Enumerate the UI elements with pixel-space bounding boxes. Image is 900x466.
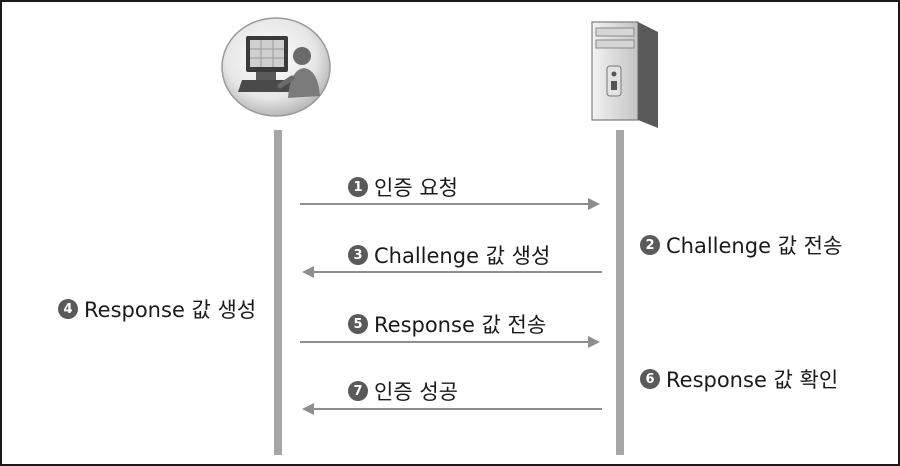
message-3: 3 Challenge 값 생성: [302, 238, 602, 278]
message-1-label: 1 인증 요청: [348, 172, 458, 202]
message-7: 7 인증 성공: [302, 374, 602, 415]
step-badge: 5: [348, 314, 368, 334]
server-note-6: 6 Response 값 확인: [640, 364, 838, 394]
note-text: Response 값 생성: [84, 298, 257, 322]
message-text: 인증 성공: [374, 380, 458, 404]
message-text: Response 값 전송: [374, 313, 547, 337]
message-5-label: 5 Response 값 전송: [348, 309, 546, 339]
arrow-left: [302, 266, 602, 278]
server-tower-icon: [584, 18, 664, 130]
step-badge: 4: [58, 299, 78, 319]
note-text: Challenge 값 전송: [666, 234, 843, 258]
step-badge: 7: [348, 381, 368, 401]
step-badge: 6: [640, 369, 660, 389]
step-badge: 3: [348, 245, 368, 265]
message-3-label: 3 Challenge 값 생성: [348, 240, 550, 270]
client-note-4: 4 Response 값 생성: [58, 294, 256, 324]
arrow-right: [300, 198, 600, 210]
server-lifeline: [616, 130, 624, 455]
client-lifeline: [274, 130, 282, 455]
message-text: Challenge 값 생성: [374, 244, 551, 268]
note-text: Response 값 확인: [666, 368, 839, 392]
message-7-label: 7 인증 성공: [348, 376, 458, 406]
server-note-2: 2 Challenge 값 전송: [640, 230, 842, 260]
arrow-right: [300, 336, 600, 348]
step-badge: 2: [640, 235, 660, 255]
message-1: 1 인증 요청: [300, 170, 602, 210]
message-5: 5 Response 값 전송: [300, 307, 602, 348]
message-text: 인증 요청: [374, 176, 458, 200]
step-badge: 1: [348, 177, 368, 197]
arrow-left: [302, 403, 602, 415]
computer-user-icon: [220, 16, 332, 118]
